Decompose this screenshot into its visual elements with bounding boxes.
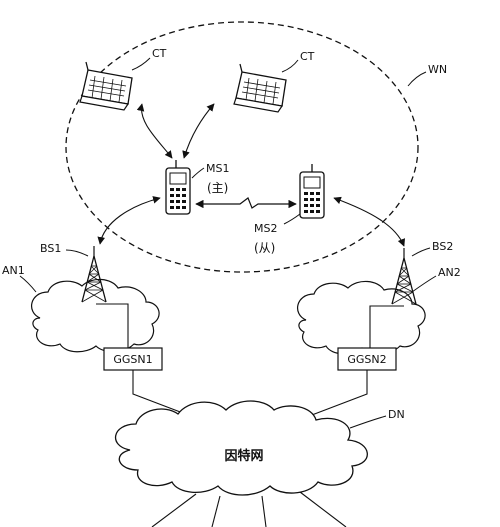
- internet-label: 因特网: [224, 448, 263, 464]
- ct-right-label: CT: [300, 50, 315, 63]
- ms2-phone-icon: [299, 164, 325, 219]
- bs1-tower-icon: [81, 246, 107, 303]
- ct-right-terminal-icon: [233, 63, 287, 113]
- link-ggsn1-dn: [132, 370, 197, 419]
- ggsn1-label: GGSN1: [113, 353, 152, 366]
- ct-left-label: CT: [152, 47, 167, 60]
- link-ggsn2-dn: [303, 370, 368, 419]
- ct-left-terminal-icon: [79, 61, 133, 111]
- dn-label: DN: [388, 408, 405, 421]
- an1-label: AN1: [2, 264, 25, 277]
- bs1-label: BS1: [40, 242, 61, 255]
- wireless-network-boundary: [65, 21, 419, 273]
- link-ct-right-ms1: [182, 103, 215, 159]
- link-ct-left-ms1: [136, 103, 173, 159]
- link-ms1-bs1: [97, 196, 161, 245]
- an1-cloud: [31, 278, 160, 353]
- link-ms1-ms2: [195, 197, 297, 209]
- bs2-label: BS2: [432, 240, 453, 253]
- internet-cloud: [114, 400, 368, 496]
- internet-outgoing-links: [151, 491, 347, 527]
- ms2-label: MS2: [254, 222, 277, 235]
- link-bs2-ggsn2: [369, 305, 404, 348]
- bs2-tower-icon: [391, 248, 417, 305]
- ms1-role-label: (主): [207, 181, 228, 195]
- ms1-label: MS1: [206, 162, 229, 175]
- ms2-role-label: (从): [254, 241, 275, 255]
- link-ms2-bs2: [333, 196, 405, 247]
- ms1-phone-icon: [165, 160, 191, 215]
- wn-label: WN: [428, 63, 447, 76]
- an2-label: AN2: [438, 266, 461, 279]
- link-bs1-ggsn1: [96, 303, 129, 348]
- ggsn2-label: GGSN2: [347, 353, 386, 366]
